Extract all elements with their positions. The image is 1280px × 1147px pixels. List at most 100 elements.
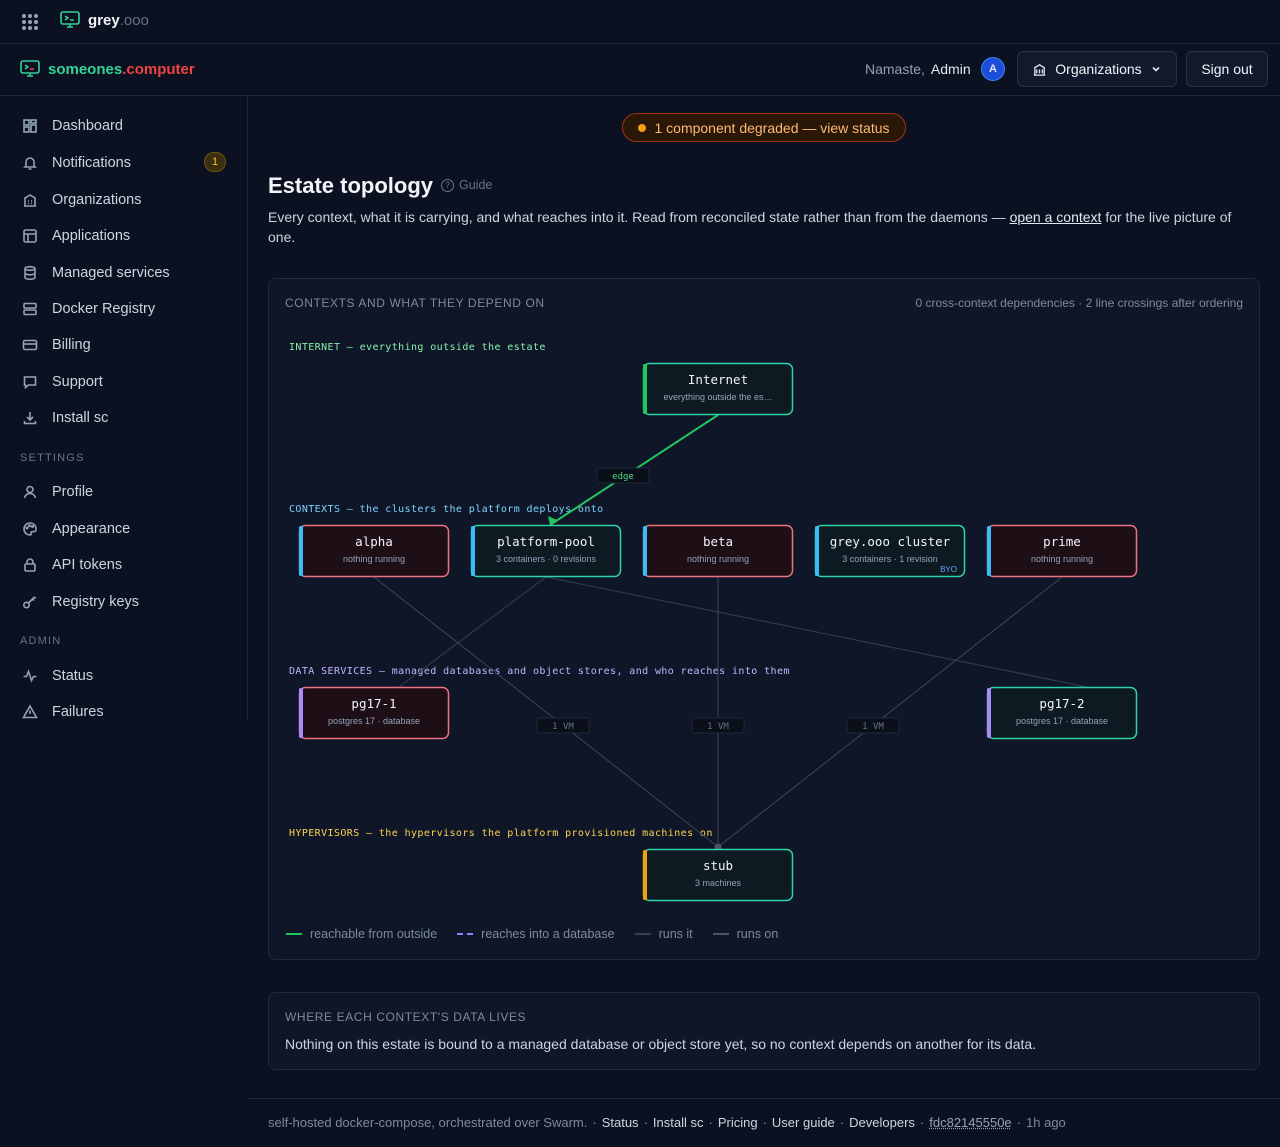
sidebar-item-label: Organizations xyxy=(52,192,142,208)
status-pill-text: 1 component degraded — view status xyxy=(654,119,890,136)
sidebar-item-organizations[interactable]: Organizations xyxy=(22,188,141,212)
database-icon xyxy=(24,265,36,281)
legend-item: runs on xyxy=(712,927,778,941)
download-icon xyxy=(23,412,37,425)
user-name: Admin xyxy=(930,61,971,77)
legend-label: reaches into a database xyxy=(481,927,615,941)
site-brand-word: someones xyxy=(48,60,123,78)
footer-link-developers[interactable]: Developers xyxy=(849,1115,915,1130)
page-intro: Every context, what it is carrying, and … xyxy=(268,207,1260,247)
sidebar-item-label: Install sc xyxy=(52,410,109,426)
topology-legend: reachable from outside reaches into a dat… xyxy=(286,927,798,941)
sign-out-button[interactable]: Sign out xyxy=(1186,51,1268,87)
sidebar-item-label: Support xyxy=(52,374,103,390)
sidebar-item-label: Status xyxy=(52,668,94,684)
building-icon xyxy=(24,194,36,207)
sidebar-item-install-sc[interactable]: Install sc xyxy=(22,406,108,430)
degraded-status-pill[interactable]: 1 component degraded — view status xyxy=(622,113,906,142)
credit-card-icon xyxy=(22,339,38,351)
data-location-panel: WHERE EACH CONTEXT'S DATA LIVES Nothing … xyxy=(268,992,1260,1070)
status-dot-icon xyxy=(638,123,647,132)
footer-lead: self-hosted docker-compose, orchestrated… xyxy=(268,1115,588,1130)
sidebar-item-dashboard[interactable]: Dashboard xyxy=(22,114,123,138)
sidebar-item-notifications[interactable]: Notifications xyxy=(22,151,131,175)
site-brand-link[interactable]: someones.computer xyxy=(20,60,195,78)
building-icon xyxy=(1034,63,1046,76)
sidebar-item-applications[interactable]: Applications xyxy=(22,224,130,248)
legend-swatch xyxy=(457,933,474,935)
legend-label: runs it xyxy=(658,927,693,941)
footer-separator: · xyxy=(708,1115,713,1130)
top-brand-link[interactable]: grey.ooo xyxy=(60,11,149,29)
sidebar-item-status[interactable]: Status xyxy=(22,664,93,688)
sidebar-item-api-tokens[interactable]: API tokens xyxy=(22,553,122,577)
legend-item: reaches into a database xyxy=(457,927,615,941)
warning-icon xyxy=(22,704,38,719)
organizations-button-label: Organizations xyxy=(1055,61,1142,77)
sidebar-item-label: Profile xyxy=(52,484,94,500)
dashboard-icon xyxy=(23,119,37,133)
server-icon xyxy=(23,302,37,316)
sidebar-item-label: Managed services xyxy=(52,265,170,281)
footer-links: self-hosted docker-compose, orchestrated… xyxy=(268,1115,1066,1130)
site-brand-suffix: .computer xyxy=(122,60,195,78)
sidebar-item-appearance[interactable]: Appearance xyxy=(22,517,130,541)
sidebar-item-label: Docker Registry xyxy=(52,301,156,317)
footer-link-status[interactable]: Status xyxy=(601,1115,639,1130)
legend-swatch xyxy=(634,933,651,935)
footer-separator: · xyxy=(643,1115,648,1130)
open-context-link[interactable]: open a context xyxy=(1009,209,1102,225)
greeting-text: Namaste, xyxy=(865,61,925,77)
admin-section-heading: ADMIN xyxy=(20,635,62,647)
legend-swatch xyxy=(712,933,729,935)
page-title: Estate topology xyxy=(268,173,434,198)
guide-link-label: Guide xyxy=(459,178,493,192)
intro-text-before: Every context, what it is carrying, and … xyxy=(268,209,1010,225)
intro-text-after: for the live picture of one. xyxy=(268,209,1232,245)
activity-icon xyxy=(23,669,37,683)
sidebar-item-label: Dashboard xyxy=(52,118,123,134)
sidebar-item-docker-registry[interactable]: Docker Registry xyxy=(22,297,155,321)
greeting: Namaste, Admin xyxy=(865,61,971,77)
topology-panel: CONTEXTS AND WHAT THEY DEPEND ON 0 cross… xyxy=(268,278,1260,960)
palette-icon xyxy=(23,522,37,536)
chevron-down-icon xyxy=(1152,66,1160,72)
app-grid-icon[interactable] xyxy=(22,14,38,30)
legend-item: runs it xyxy=(634,927,693,941)
page-footer: self-hosted docker-compose, orchestrated… xyxy=(248,1098,1280,1147)
top-app-bar: grey.ooo xyxy=(0,0,1280,44)
top-brand-suffix: .ooo xyxy=(119,11,149,29)
guide-link[interactable]: ? Guide xyxy=(441,178,492,192)
footer-build-age: 1h ago xyxy=(1026,1115,1066,1130)
terminal-monitor-icon xyxy=(20,60,40,77)
top-brand-word: grey xyxy=(88,11,120,29)
sidebar-item-billing[interactable]: Billing xyxy=(22,333,91,357)
key-icon xyxy=(22,596,37,609)
avatar[interactable]: A xyxy=(981,57,1005,81)
legend-swatch xyxy=(286,933,302,935)
sidebar-item-label: Registry keys xyxy=(52,594,140,610)
site-header: someones.computer Namaste, Admin A Organ… xyxy=(0,44,1280,96)
sidebar-item-label: Failures xyxy=(52,704,104,720)
topology-panel-meta: 0 cross-context dependencies · 2 line cr… xyxy=(915,296,1243,310)
legend-item: reachable from outside xyxy=(286,927,437,941)
bell-icon xyxy=(23,157,37,170)
terminal-monitor-icon xyxy=(60,11,80,28)
footer-link-user-guide[interactable]: User guide xyxy=(771,1115,835,1130)
help-icon: ? xyxy=(441,178,454,192)
sidebar-item-profile[interactable]: Profile xyxy=(22,480,93,504)
organizations-dropdown-button[interactable]: Organizations xyxy=(1017,51,1177,87)
sidebar-item-label: Notifications xyxy=(52,155,131,171)
sidebar-item-managed-services[interactable]: Managed services xyxy=(22,261,170,285)
footer-link-pricing[interactable]: Pricing xyxy=(717,1115,758,1130)
sidebar-item-failures[interactable]: Failures xyxy=(22,700,104,724)
sidebar-item-label: API tokens xyxy=(52,557,123,573)
data-panel-heading: WHERE EACH CONTEXT'S DATA LIVES xyxy=(285,1010,527,1024)
data-panel-text: Nothing on this estate is bound to a man… xyxy=(285,1036,1037,1052)
footer-separator: · xyxy=(919,1115,925,1130)
sidebar-item-support[interactable]: Support xyxy=(22,370,103,394)
footer-link-install-sc[interactable]: Install sc xyxy=(652,1115,704,1130)
sidebar-item-registry-keys[interactable]: Registry keys xyxy=(22,590,139,614)
footer-commit-hash[interactable]: fdc82145550e xyxy=(929,1115,1012,1130)
chat-icon xyxy=(23,376,37,390)
